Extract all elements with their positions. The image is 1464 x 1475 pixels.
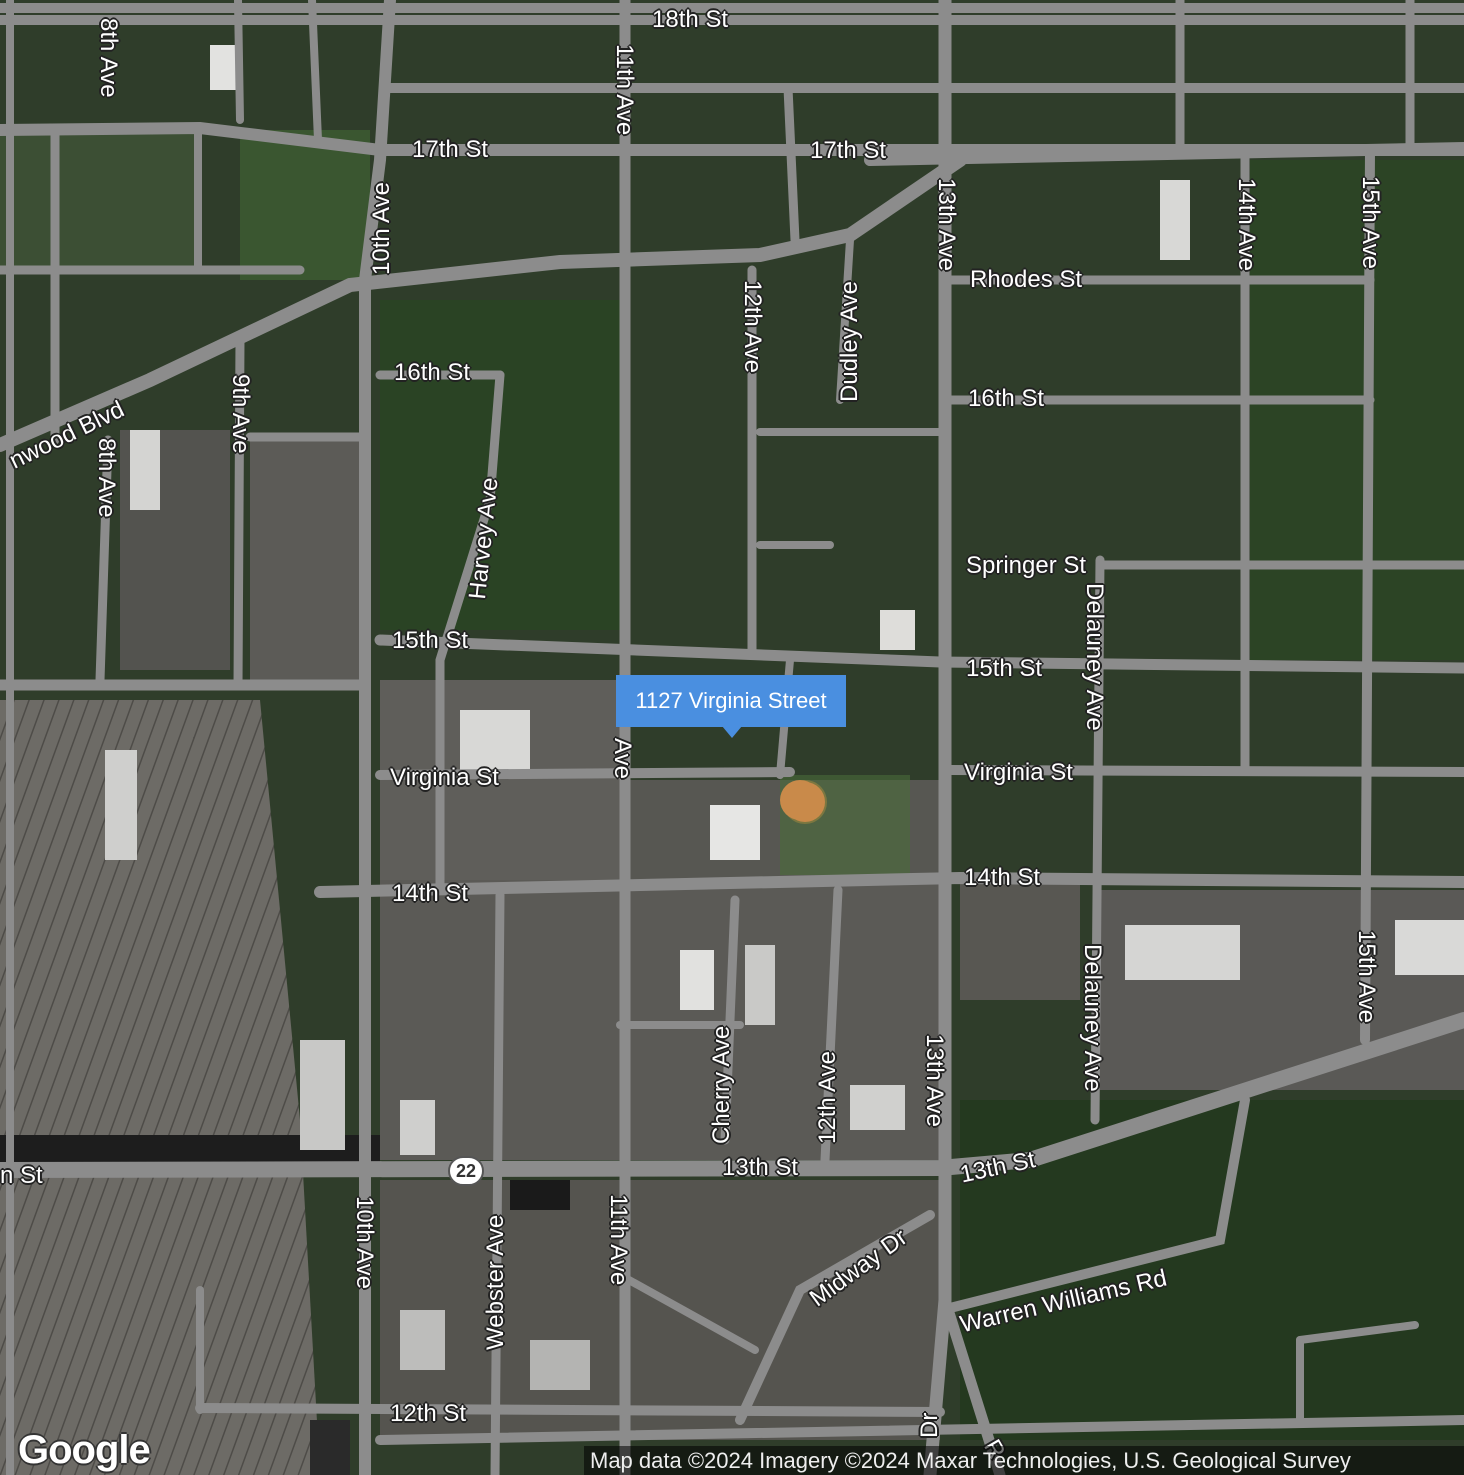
street-label-virginia-st-west: Virginia St [390, 764, 499, 791]
street-label-13th-ave-south: 13th Ave [921, 1034, 948, 1127]
street-label-springer-st: Springer St [966, 552, 1087, 579]
street-label-delauney-ave-north: Delauney Ave [1081, 583, 1108, 731]
address-marker-pointer [722, 726, 742, 738]
street-label-15th-ave-south: 15th Ave [1353, 930, 1380, 1023]
street-label-8th-ave-north: 8th Ave [95, 18, 122, 98]
street-label-15th-st-east: 15th St [966, 655, 1043, 682]
map-attribution[interactable]: Map data ©2024 Imagery ©2024 Maxar Techn… [584, 1446, 1464, 1475]
street-label-17th-st-west: 17th St [412, 136, 489, 163]
street-label-delauney-ave-south: Delauney Ave [1079, 944, 1106, 1092]
street-label-rhodes-st: Rhodes St [970, 266, 1083, 293]
street-label-10th-ave-north: 10th Ave [368, 182, 395, 275]
street-label-dudley-ave: Dudley Ave [836, 281, 863, 402]
street-label-12th-ave-north: 12th Ave [739, 280, 766, 373]
address-marker[interactable]: 1127 Virginia Street [616, 675, 846, 727]
street-label-11th-ave-mid: Ave [609, 738, 636, 779]
street-label-15th-ave-north: 15th Ave [1357, 176, 1384, 269]
google-logo[interactable]: Google [18, 1428, 151, 1472]
route-shield-icon: 22 [448, 1156, 484, 1186]
street-label-13th-st-west: n St [0, 1162, 43, 1189]
street-label-13th-st-mid: 13th St [722, 1154, 799, 1181]
street-label-14th-ave: 14th Ave [1233, 178, 1260, 271]
street-label-virginia-st-east: Virginia St [964, 759, 1073, 786]
street-label-11th-ave-south: 11th Ave [605, 1194, 632, 1286]
street-label-18th-st: 18th St [652, 6, 729, 33]
street-label-12th-st: 12th St [390, 1400, 467, 1427]
street-label-cherry-ave: Cherry Ave [708, 1025, 735, 1144]
street-label-13th-ave-north: 13th Ave [933, 178, 960, 271]
street-label-17th-st-east: 17th St [810, 137, 887, 164]
street-label-webster-ave: Webster Ave [482, 1214, 509, 1350]
street-label-8th-ave-south: 8th Ave [93, 438, 120, 518]
street-label-9th-ave: 9th Ave [227, 374, 254, 454]
street-label-10th-ave-south: 10th Ave [351, 1196, 378, 1289]
street-label-14th-st-west: 14th St [392, 880, 469, 907]
street-label-12th-ave-south: 12th Ave [814, 1051, 841, 1144]
street-label-11th-ave-north: 11th Ave [611, 44, 638, 136]
street-label-14th-st-east: 14th St [964, 864, 1041, 891]
street-label-dr-bottom: Dr [916, 1412, 943, 1438]
street-label-16th-st-west: 16th St [394, 359, 471, 386]
street-label-15th-st-west: 15th St [392, 627, 469, 654]
street-label-16th-st-east: 16th St [968, 385, 1045, 412]
